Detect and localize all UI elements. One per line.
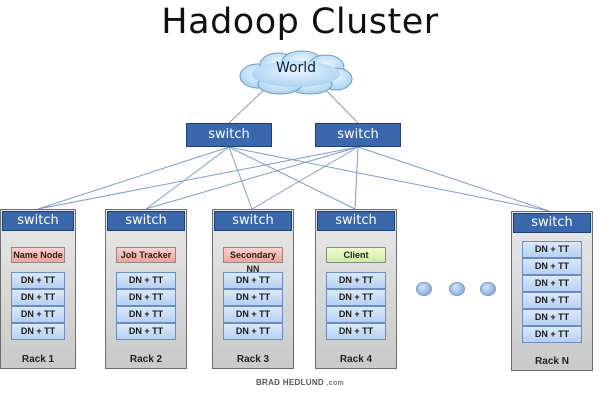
page-title: Hadoop Cluster <box>161 2 439 42</box>
rack-n: switch DN + TT DN + TT DN + TT DN + TT D… <box>511 211 593 371</box>
cloud-label: World <box>275 60 317 76</box>
rack-switch: switch <box>214 211 292 231</box>
dn-tt-node: DN + TT <box>11 306 65 323</box>
dn-tt-node: DN + TT <box>522 309 582 326</box>
rack-label: Rack 2 <box>129 354 163 365</box>
link-core2-rack3 <box>251 146 359 210</box>
rack-4: switch Client DN + TT DN + TT DN + TT DN… <box>315 209 397 369</box>
rack-role-badge: Name Node <box>11 247 65 263</box>
link-core1-rack4 <box>228 146 356 210</box>
world-cloud-icon <box>239 50 353 95</box>
rack-switch: switch <box>107 211 185 231</box>
dn-tt-node: DN + TT <box>11 323 65 340</box>
rack-label: Rack 1 <box>21 354 55 365</box>
dn-tt-node: DN + TT <box>116 289 176 306</box>
rack-role-badge: Job Tracker <box>116 247 176 263</box>
rack-3: switch Secondary NN DN + TT DN + TT DN +… <box>212 209 294 369</box>
dn-tt-node: DN + TT <box>522 258 582 275</box>
dn-tt-node: DN + TT <box>116 306 176 323</box>
link-core1-rack3 <box>228 146 253 210</box>
link-core2-rack1 <box>37 146 359 210</box>
core-switch-2: switch <box>315 123 401 147</box>
dn-tt-node: DN + TT <box>223 306 283 323</box>
core-switch-1: switch <box>186 123 272 147</box>
rack-2: switch Job Tracker DN + TT DN + TT DN + … <box>105 209 187 369</box>
rack-role-badge: Client <box>326 247 386 263</box>
dn-tt-node: DN + TT <box>223 289 283 306</box>
dn-tt-node: DN + TT <box>11 272 65 289</box>
dn-tt-node: DN + TT <box>326 272 386 289</box>
footer-credit: BRAD HEDLUND .com <box>0 378 600 387</box>
dn-tt-node: DN + TT <box>522 275 582 292</box>
rack-label: Rack 3 <box>236 354 270 365</box>
rack-1: switch Name Node DN + TT DN + TT DN + TT… <box>0 209 76 369</box>
dn-tt-node: DN + TT <box>326 306 386 323</box>
dn-tt-node: DN + TT <box>11 289 65 306</box>
rack-label: Rack N <box>535 356 569 367</box>
link-world-switch-2 <box>321 85 359 124</box>
link-core1-rackN <box>228 146 550 212</box>
dn-tt-node: DN + TT <box>522 292 582 309</box>
footer-name: BRAD HEDLUND <box>255 378 324 387</box>
dn-tt-node: DN + TT <box>116 323 176 340</box>
link-world-switch-1 <box>228 85 269 124</box>
link-core1-rack2 <box>145 146 230 210</box>
footer-suffix: .com <box>326 380 345 387</box>
link-core2-rack4 <box>354 146 359 210</box>
link-core2-rackN <box>357 146 550 212</box>
ellipsis-dot-icon <box>416 282 432 296</box>
rack-switch: switch <box>317 211 395 231</box>
dn-tt-node: DN + TT <box>326 323 386 340</box>
rack-switch: switch <box>513 213 591 233</box>
ellipsis-dot-icon <box>480 282 496 296</box>
dn-tt-node: DN + TT <box>223 323 283 340</box>
dn-tt-node: DN + TT <box>116 272 176 289</box>
dn-tt-node: DN + TT <box>326 289 386 306</box>
ellipsis-dot-icon <box>449 282 465 296</box>
rack-switch: switch <box>2 211 74 231</box>
dn-tt-node: DN + TT <box>522 241 582 258</box>
rack-label: Rack 4 <box>339 354 373 365</box>
rack-role-badge: Secondary NN <box>223 247 283 274</box>
link-core2-rack2 <box>145 146 359 210</box>
dn-tt-node: DN + TT <box>223 272 283 289</box>
dn-tt-node: DN + TT <box>522 326 582 343</box>
link-core1-rack1 <box>37 146 230 210</box>
